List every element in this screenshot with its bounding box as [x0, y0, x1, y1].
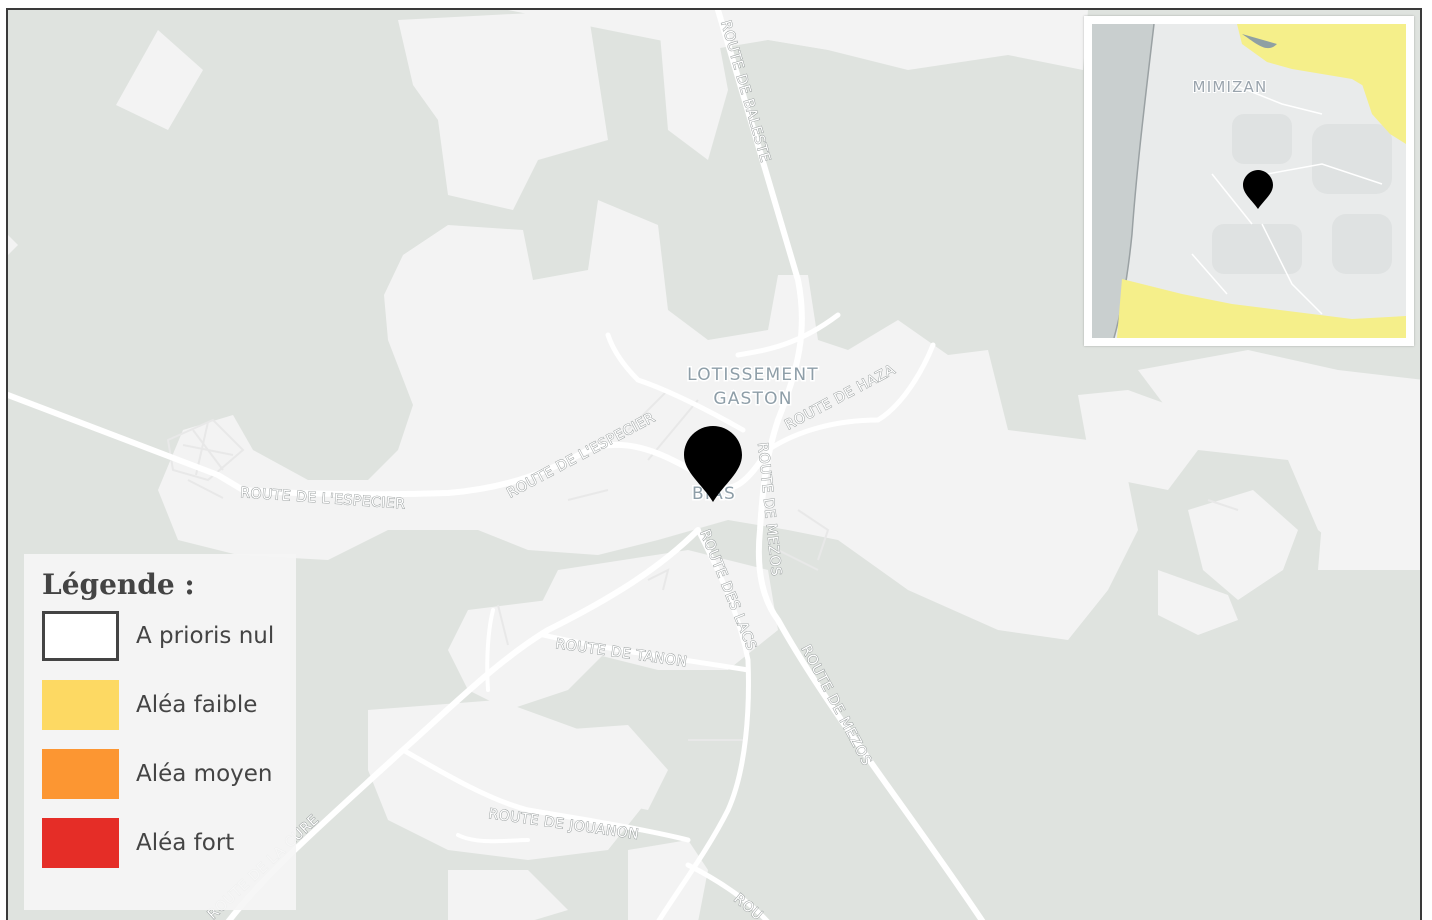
legend-swatch-nul	[42, 611, 119, 661]
legend-label: Aléa moyen	[136, 761, 273, 787]
minor-lanes	[166, 389, 1239, 741]
legend-label: Aléa fort	[136, 830, 235, 856]
minimap-pin-icon	[1243, 170, 1273, 209]
overview-minimap[interactable]: MIMIZAN	[1084, 16, 1414, 346]
legend-swatch-faible	[42, 680, 119, 730]
minimap-hazard-areas	[1117, 24, 1406, 338]
place-label-gaston: GASTON	[713, 389, 792, 409]
legend-item: Aléa fort	[42, 818, 296, 868]
roads	[8, 10, 986, 920]
map-pin-icon[interactable]	[684, 426, 742, 508]
legend-swatch-fort	[42, 818, 119, 868]
clearings	[8, 10, 1420, 920]
map-legend: Légende : A prioris nul Aléa faible Aléa…	[24, 554, 296, 910]
minimap-ocean	[1092, 24, 1154, 338]
legend-label: A prioris nul	[136, 623, 275, 649]
legend-title: Légende :	[42, 568, 195, 601]
legend-item: Aléa moyen	[42, 749, 296, 799]
map-view[interactable]: ROUTE DE BALESTE ROUTE DE L'ESPECIER ROU…	[6, 8, 1422, 920]
minimap-town-label: MIMIZAN	[1193, 78, 1268, 96]
legend-label: Aléa faible	[136, 692, 258, 718]
legend-item: A prioris nul	[42, 611, 296, 661]
minimap-canvas: MIMIZAN	[1092, 24, 1406, 338]
place-label-lotissement: LOTISSEMENT	[687, 365, 819, 385]
legend-item: Aléa faible	[42, 680, 296, 730]
legend-swatch-moyen	[42, 749, 119, 799]
